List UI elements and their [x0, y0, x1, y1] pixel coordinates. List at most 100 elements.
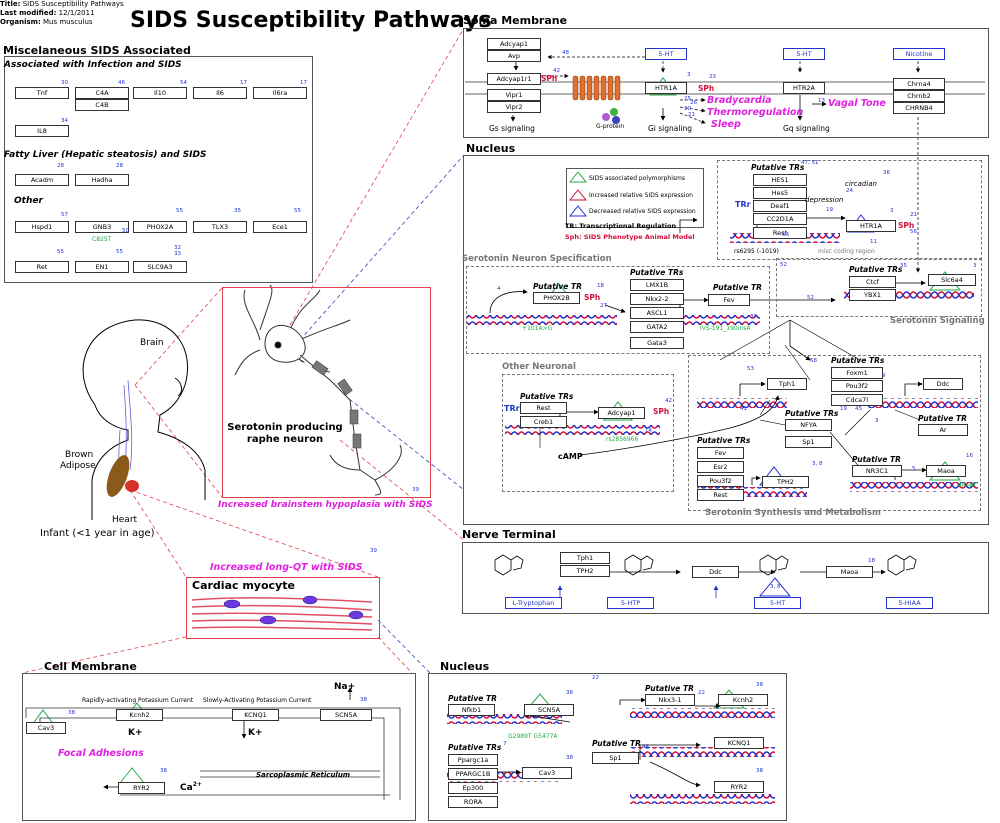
- gene-il10[interactable]: Il10: [133, 87, 187, 99]
- spec-lmx1b[interactable]: LMX1B: [630, 279, 684, 291]
- gene-en1[interactable]: EN1: [75, 261, 129, 273]
- signal-slc6a4[interactable]: Slc6a4: [928, 274, 976, 286]
- num-30: 30: [61, 80, 68, 86]
- synth-pou3f2b[interactable]: Pou3f2: [697, 475, 744, 487]
- legend-box: [566, 168, 704, 228]
- soma-chrna4[interactable]: Chrna4: [893, 78, 945, 90]
- terminal-trp[interactable]: L-Tryptophan: [505, 597, 562, 609]
- soma-htr2a[interactable]: HTR2A: [783, 82, 825, 94]
- soma-htr1a[interactable]: HTR1A: [645, 82, 687, 94]
- synth-fev[interactable]: Fev: [697, 447, 744, 459]
- n2-nkx31[interactable]: Nkx3-1: [645, 694, 695, 706]
- cellmem-cav3[interactable]: Cav3: [26, 722, 66, 734]
- spec-gata3[interactable]: Gata3: [630, 337, 684, 349]
- synth-cdca7l[interactable]: Cdca7l: [831, 394, 883, 406]
- spec-num-52: 52: [807, 295, 814, 301]
- spec-nkx22[interactable]: Nkx2-2: [630, 293, 684, 305]
- gene-acadm[interactable]: Acadm: [15, 174, 69, 186]
- gene-phox2a[interactable]: PHOX2A: [133, 221, 187, 233]
- gene-c4a[interactable]: C4A: [75, 87, 129, 99]
- soma-adcyap1r1[interactable]: Adcyap1r1: [487, 73, 541, 85]
- terminal-ddc[interactable]: Ddc: [692, 566, 739, 578]
- soma-nicotine[interactable]: Nicotine: [893, 48, 945, 60]
- synth-rest[interactable]: Rest: [697, 489, 744, 501]
- synth-nr3c1[interactable]: NR3C1: [852, 465, 902, 477]
- synth-num-45: 45: [855, 406, 862, 412]
- meta-title: SIDS Susceptibility Pathways: [22, 0, 124, 8]
- spec-ascl1[interactable]: ASCL1: [630, 307, 684, 319]
- synth-pou3f2[interactable]: Pou3f2: [831, 380, 883, 392]
- synth-ddc[interactable]: Ddc: [923, 378, 963, 390]
- n2-ppargc1b[interactable]: PPARGC1B: [448, 768, 498, 780]
- synth-nfya[interactable]: NFYA: [785, 419, 832, 431]
- cellmem-ryr2[interactable]: RYR2: [118, 782, 165, 794]
- gene-c4b[interactable]: C4B: [75, 99, 129, 111]
- n2-num-38a: 38: [566, 690, 573, 696]
- trs-cc2d1a[interactable]: CC2D1A: [753, 213, 807, 225]
- other-trr: TRr: [504, 404, 520, 413]
- other-rest[interactable]: Rest: [520, 402, 567, 414]
- terminal-5htp[interactable]: 5-HTP: [607, 597, 654, 609]
- synth-ar[interactable]: Ar: [918, 424, 968, 436]
- synth-esr2[interactable]: Esr2: [697, 461, 744, 473]
- n2-ep300[interactable]: Ep300: [448, 782, 498, 794]
- soma-vipr2[interactable]: Vipr2: [487, 101, 541, 113]
- gene-hspd1[interactable]: Hspd1: [15, 221, 69, 233]
- trs-rest[interactable]: Rest: [753, 227, 807, 239]
- trs-hes1[interactable]: HES1: [753, 174, 807, 186]
- gene-ret[interactable]: Ret: [15, 261, 69, 273]
- synth-maoa[interactable]: Maoa: [926, 465, 966, 477]
- terminal-tph1[interactable]: Tph1: [560, 552, 610, 564]
- gene-slc9a3[interactable]: SLC9A3: [133, 261, 187, 273]
- terminal-tph2[interactable]: TPH2: [560, 565, 610, 577]
- gene-tnf[interactable]: Tnf: [15, 87, 69, 99]
- n2-scn5a[interactable]: SCN5A: [524, 704, 574, 716]
- trs-deaf1[interactable]: Deaf1: [753, 200, 807, 212]
- n2-sp1[interactable]: Sp1: [592, 752, 639, 764]
- synth-foxm1[interactable]: Foxm1: [831, 367, 883, 379]
- spec-fev[interactable]: Fev: [708, 294, 750, 306]
- soma-adcyap1[interactable]: Adcyap1: [487, 38, 541, 50]
- soma-avp[interactable]: Avp: [487, 50, 541, 62]
- synth-tph2[interactable]: TPH2: [762, 476, 809, 488]
- signal-ybx1[interactable]: YBX1: [849, 289, 896, 301]
- gene-hadha[interactable]: Hadha: [75, 174, 129, 186]
- n2-cav3[interactable]: Cav3: [522, 767, 572, 779]
- gene-il6ra[interactable]: Il6ra: [253, 87, 307, 99]
- synth-tph1[interactable]: Tph1: [767, 378, 807, 390]
- other-adcyap1[interactable]: Adcyap1: [598, 407, 645, 419]
- gene-il8[interactable]: IL8: [15, 125, 69, 137]
- spec-gata2[interactable]: GATA2: [630, 321, 684, 333]
- n2-kcnh2[interactable]: Kcnh2: [718, 694, 768, 706]
- soma-5ht-a[interactable]: 5-HT: [645, 48, 687, 60]
- gene-ece1[interactable]: Ece1: [253, 221, 307, 233]
- gene-tlx3[interactable]: TLX3: [193, 221, 247, 233]
- n2-ryr2[interactable]: RYR2: [714, 781, 764, 793]
- soma-5ht-b[interactable]: 5-HT: [783, 48, 825, 60]
- trs-num-21: 21: [910, 212, 917, 218]
- trs-hes5[interactable]: Hes5: [753, 187, 807, 199]
- soma-chrnb4[interactable]: CHRNB4: [893, 102, 945, 114]
- soma-chrnb2[interactable]: Chrnb2: [893, 90, 945, 102]
- terminal-5ht[interactable]: 5-HT: [754, 597, 801, 609]
- trs-htr1a[interactable]: HTR1A: [846, 220, 896, 232]
- spec-phox2b[interactable]: PHOX2B: [533, 292, 580, 304]
- gene-il6[interactable]: Il6: [193, 87, 247, 99]
- gene-gnb3[interactable]: GNB3: [75, 221, 129, 233]
- synth-sp1[interactable]: Sp1: [785, 436, 832, 448]
- terminal-maoa[interactable]: Maoa: [826, 566, 873, 578]
- cellmem-ca-symbol: Ca: [180, 783, 193, 793]
- n2-ppargc1a[interactable]: Ppargc1a: [448, 754, 498, 766]
- signal-ctcf[interactable]: Ctcf: [849, 276, 896, 288]
- terminal-5hiaa[interactable]: 5-HIAA: [886, 597, 933, 609]
- trs-top-title: Putative TRs: [751, 163, 805, 172]
- soma-vipr1[interactable]: Vipr1: [487, 89, 541, 101]
- n2-rora[interactable]: RORA: [448, 796, 498, 808]
- cellmem-scn5a[interactable]: SCN5A: [320, 709, 372, 721]
- n2-num-7: 7: [503, 741, 507, 747]
- cellmem-kcnh2[interactable]: Kcnh2: [116, 709, 163, 721]
- cellmem-kcnq1[interactable]: KCNQ1: [232, 709, 279, 721]
- other-creb1[interactable]: Creb1: [520, 416, 567, 428]
- n2-kcnq1[interactable]: KCNQ1: [714, 737, 764, 749]
- n2-nfkb1[interactable]: Nfkb1: [448, 704, 495, 716]
